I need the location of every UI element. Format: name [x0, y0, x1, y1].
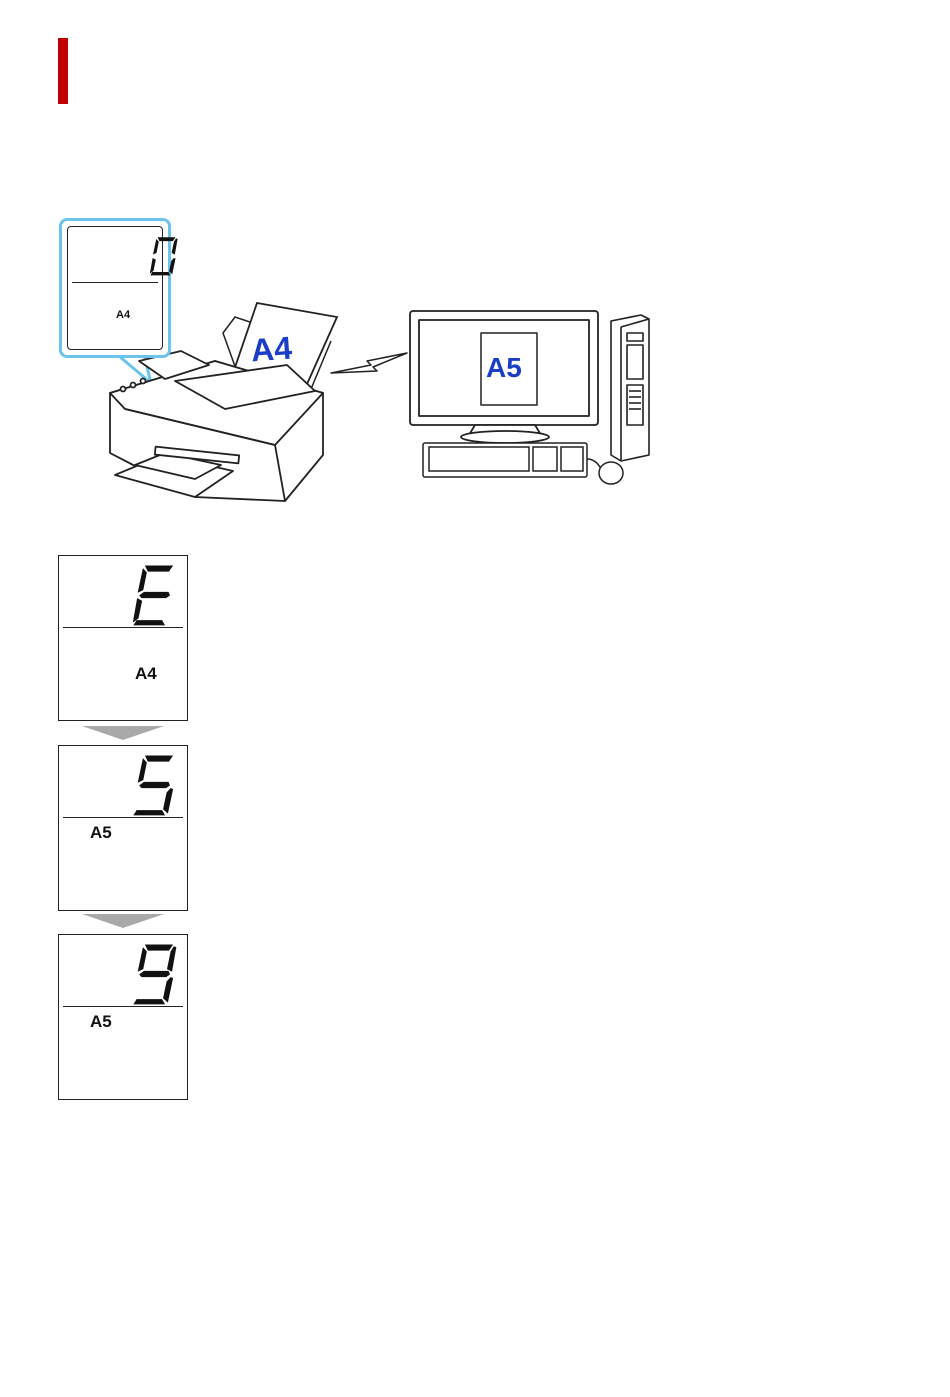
wireless-signal-icon — [331, 353, 407, 373]
lcd-step-1: A4 — [58, 555, 188, 721]
lcd-paper-size: A5 — [90, 823, 112, 843]
digit-segment-g — [139, 592, 170, 598]
digit-segment-a — [144, 945, 173, 951]
lcd-paper-size: A4 — [135, 664, 157, 684]
seven-segment-digit — [133, 941, 177, 1007]
digit-segment-c — [169, 258, 176, 274]
digit-segment-d — [133, 620, 165, 625]
lcd-paper-size: A4 — [116, 309, 130, 321]
screen-paper-size-label: A5 — [486, 352, 522, 384]
digit-segment-g — [139, 971, 170, 977]
mouse-icon — [587, 459, 623, 484]
seven-segment-digit — [133, 562, 177, 628]
digit-segment-f — [138, 758, 148, 783]
lcd-step-2: A5 — [58, 745, 188, 911]
digit-segment-g — [139, 782, 170, 788]
lcd-step-3: A5 — [58, 934, 188, 1100]
lcd-display: A4 — [67, 226, 163, 350]
section-accent-bar — [58, 38, 68, 104]
seven-segment-digit — [133, 752, 177, 818]
digit-segment-e — [150, 258, 156, 274]
digit-segment-d — [133, 999, 165, 1004]
digit-segment-c — [163, 788, 174, 814]
paper-size-label: A4 — [250, 330, 293, 370]
tower-pc-icon — [611, 315, 649, 461]
down-arrow-icon — [82, 726, 164, 742]
lcd-separator — [72, 282, 158, 283]
digit-segment-f — [138, 947, 148, 972]
digit-segment-a — [144, 566, 173, 572]
lcd-separator — [63, 627, 183, 628]
printer-computer-illustration: A4 A5 A4 — [55, 215, 665, 515]
digit-segment-f — [138, 568, 148, 593]
digit-segment-e — [133, 598, 142, 623]
seven-segment-digit — [150, 235, 178, 277]
digit-segment-a — [144, 756, 173, 762]
digit-segment-d — [150, 272, 171, 275]
lcd-digit — [133, 752, 177, 823]
digit-segment-f — [153, 239, 159, 255]
lcd-callout: A4 — [59, 218, 171, 358]
lcd-digit — [133, 941, 177, 1012]
keyboard-icon — [423, 443, 587, 477]
digit-segment-c — [163, 977, 174, 1003]
digit-segment-a — [157, 237, 175, 241]
lcd-digit — [133, 562, 177, 633]
lcd-separator — [63, 817, 183, 818]
lcd-paper-size: A5 — [90, 1012, 112, 1032]
digit-segment-d — [133, 810, 165, 815]
down-arrow-icon — [82, 914, 164, 930]
lcd-separator — [63, 1006, 183, 1007]
